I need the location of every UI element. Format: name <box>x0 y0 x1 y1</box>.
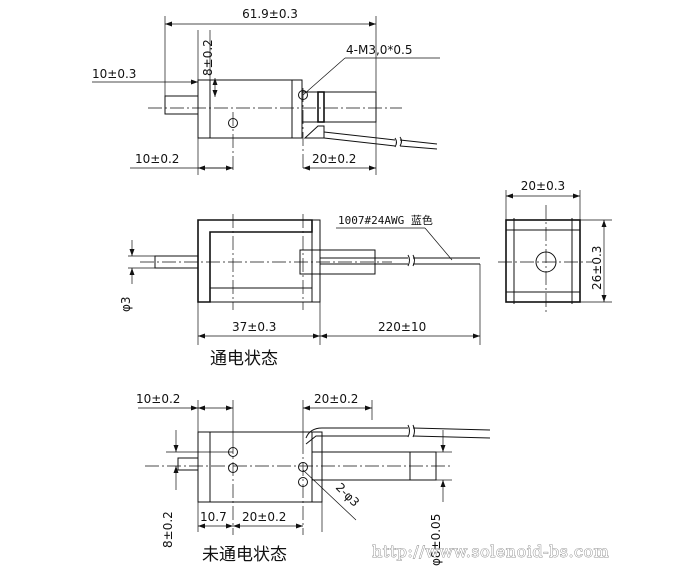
dim-shaft-dia: φ3 <box>119 296 133 312</box>
energized-view: 1007#24AWG 蓝色 φ3 37±0.3 220±10 通电状态 <box>119 213 481 369</box>
dim-deen-left-10: 10±0.2 <box>136 392 180 406</box>
coil <box>209 231 313 289</box>
caption-deenergized: 未通电状态 <box>202 545 287 565</box>
end-view-body <box>505 219 581 303</box>
top-view-core <box>301 91 377 123</box>
dim-hole-from-right: 20±0.2 <box>312 152 356 166</box>
dim-end-width: 20±0.3 <box>521 179 565 193</box>
dim-height-8: 8±0.2 <box>201 39 215 76</box>
dim-end-height: 26±0.3 <box>590 246 604 290</box>
dim-plunger-10: 10±0.3 <box>92 67 136 81</box>
watermark: http://www.solenoid-bs.com <box>372 542 609 561</box>
caption-energized: 通电状态 <box>210 349 278 369</box>
dim-plunger-dia: φ8±0.05 <box>429 514 443 566</box>
thread-spec: 4-M3,0*0.5 <box>346 43 413 57</box>
hole-spec: 2-φ3 <box>333 480 362 509</box>
dim-deen-right-20: 20±0.2 <box>314 392 358 406</box>
dim-deen-bottom-10-7: 10.7 <box>200 510 227 524</box>
end-view: 20±0.3 26±0.3 <box>498 179 612 312</box>
top-view-plunger <box>164 95 199 115</box>
dim-wire-length: 220±10 <box>378 320 426 334</box>
deenergized-body <box>197 431 323 503</box>
deenergized-view: 10±0.2 20±0.2 8±0.2 10.7 20±0.2 2-φ3 φ8±… <box>136 392 491 566</box>
dim-body-length: 37±0.3 <box>232 320 276 334</box>
dim-hole-from-left: 10±0.2 <box>135 152 179 166</box>
dim-overall-length: 61.9±0.3 <box>242 7 298 21</box>
top-view-body <box>197 79 303 139</box>
dim-deen-bottom-20: 20±0.2 <box>242 510 286 524</box>
wire-spec: 1007#24AWG 蓝色 <box>338 213 433 227</box>
top-view: 61.9±0.3 8±0.2 10±0.3 4-M3,0*0.5 10±0.2 … <box>92 7 440 175</box>
dim-deen-height-8: 8±0.2 <box>161 511 175 548</box>
